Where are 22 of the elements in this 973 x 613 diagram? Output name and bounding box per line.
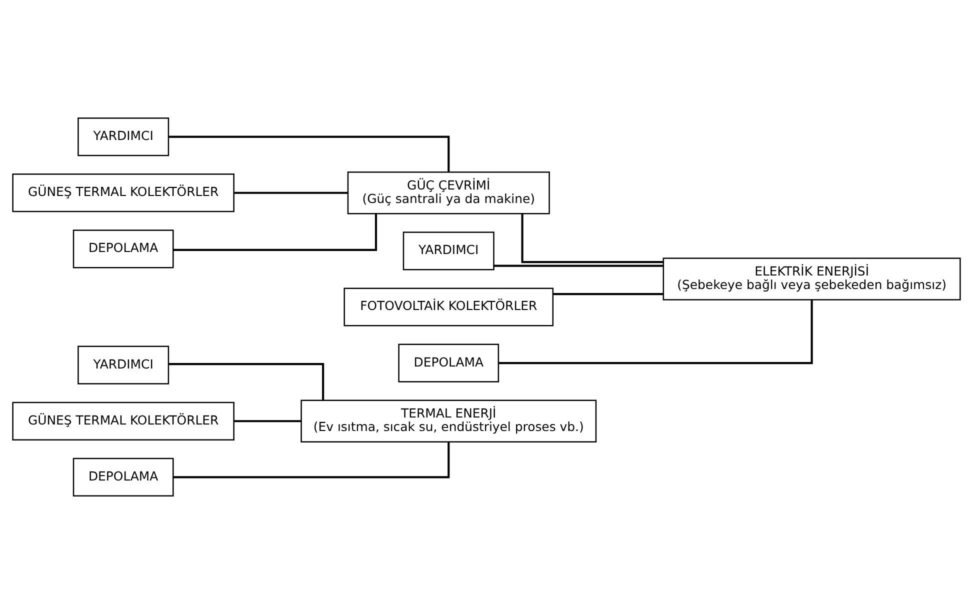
node-box: DEPOLAMA: [398, 343, 500, 382]
connector: [173, 442, 450, 478]
connector: [553, 292, 664, 295]
connector: [173, 213, 378, 250]
connector: [234, 191, 348, 194]
node-box: YARDIMCI: [78, 345, 170, 384]
node-box: YARDIMCI: [402, 231, 494, 270]
node-box: GÜÇ ÇEVRİMİ (Güç santrali ya da makine): [347, 170, 550, 214]
node-box: DEPOLAMA: [72, 229, 174, 268]
connector: [168, 135, 450, 172]
node-box: TERMAL ENERJİ (Ev ısıtma, sıcak su, endüstriyel proses vb.): [300, 399, 597, 442]
node-box: DEPOLAMA: [72, 457, 174, 496]
node-box: GÜNEŞ TERMAL KOLEKTÖRLER: [12, 173, 234, 212]
node-box: FOTOVOLTAİK KOLEKTÖRLER: [344, 287, 554, 326]
node-box: YARDIMCI: [78, 117, 170, 156]
connector: [168, 362, 324, 400]
connector: [494, 264, 664, 266]
node-box: ELEKTRİK ENERJİSİ (Şebekeye bağlı veya şebekeden bağımsız): [662, 257, 961, 300]
connector: [498, 299, 813, 364]
node-box: GÜNEŞ TERMAL KOLEKTÖRLER: [12, 401, 234, 440]
connector: [521, 213, 664, 263]
connector: [234, 420, 302, 422]
